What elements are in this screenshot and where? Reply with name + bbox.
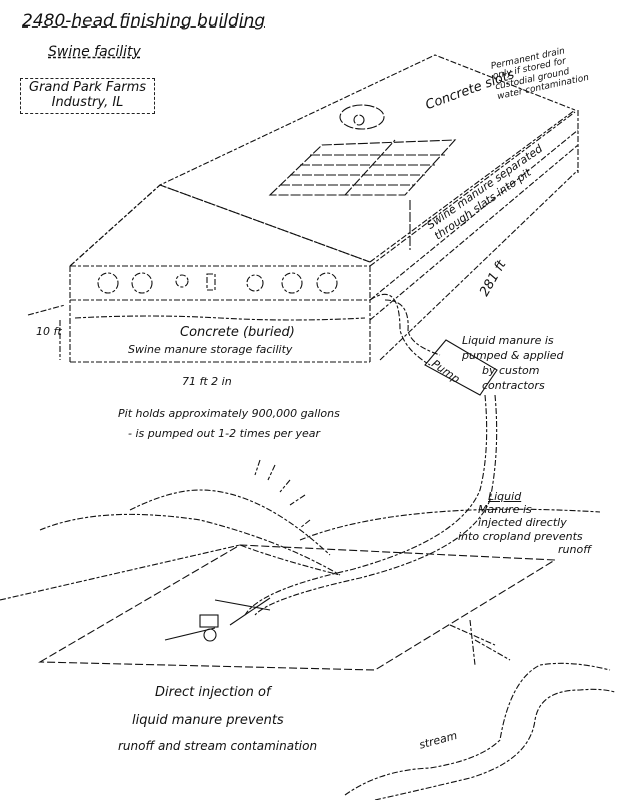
pump-note-line1: Liquid manure is [462, 334, 554, 347]
injection-note-line2: Manure is [478, 503, 532, 517]
tractor-injector [164, 597, 271, 642]
pit-note-line1: Pit holds approximately 900,000 gallons [118, 407, 340, 420]
injection-note-line1: Liquid [488, 490, 522, 503]
pit-label-storage: Swine manure storage facility [128, 343, 293, 356]
building-walls [27, 110, 579, 363]
manure-hose [244, 293, 498, 616]
pump-note: Liquid manure is pumped & applied by cus… [462, 334, 564, 393]
bottom-note-line3: runoff and stream contamination [118, 739, 318, 753]
pump-note-line4: contractors [482, 378, 545, 392]
farm-location: Industry, IL [51, 94, 124, 110]
pump-note-line3: by custom [482, 363, 540, 377]
landscape [0, 459, 601, 671]
farm-info-box: Grand Park Farms Industry, IL [20, 78, 156, 114]
depth-label: 10 ft [36, 325, 62, 338]
stream [344, 662, 616, 800]
title: 2480-head finishing building [22, 11, 266, 31]
injection-note: Liquid Manure is injected directly into … [458, 490, 592, 556]
concrete-slats [268, 104, 457, 250]
injection-note-line4: into cropland prevents [458, 529, 583, 543]
pump-note-line2: pumped & applied [462, 348, 564, 362]
ventilation-fans [97, 272, 338, 294]
pit-label-concrete: Concrete (buried) [180, 325, 295, 340]
bottom-note-line2: liquid manure prevents [132, 713, 284, 728]
subtitle: Swine facility [48, 44, 141, 60]
injection-note-line5: runoff [558, 542, 592, 556]
runoff-arrow [449, 619, 511, 666]
injection-note-line3: injected directly [478, 516, 567, 530]
width-label: 71 ft 2 in [182, 375, 232, 388]
building-roof [69, 54, 576, 267]
farm-name: Grand Park Farms [29, 80, 147, 95]
pit-note-line2: - is pumped out 1-2 times per year [128, 427, 321, 440]
bottom-note-line1: Direct injection of [155, 685, 271, 700]
